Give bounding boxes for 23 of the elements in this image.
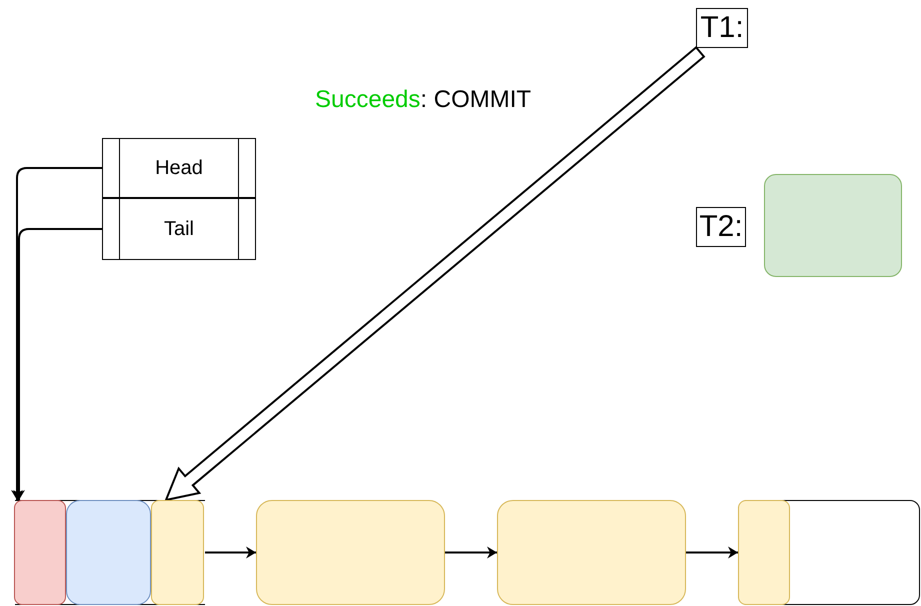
rounded-box [764,174,902,277]
log-block [66,500,151,605]
table-row [102,138,256,198]
block-group [15,500,205,605]
table-row [102,198,256,260]
log-block [256,500,445,605]
transaction-label: T2: [696,207,746,247]
arrow [445,546,497,558]
log-block [738,500,920,605]
row-label: Tail [164,217,194,242]
log-block [738,500,790,605]
arrow [11,167,102,500]
hollow-arrow [164,46,706,502]
arrow [205,546,256,558]
arrow [13,228,102,500]
log-block [14,500,66,605]
row-label: Head [155,156,203,181]
transaction-label: T1: [696,8,748,48]
status-text: Succeeds [315,88,420,112]
log-block [151,500,204,605]
arrow [686,546,738,558]
status-text: : COMMIT [420,88,532,112]
log-block [497,500,686,605]
